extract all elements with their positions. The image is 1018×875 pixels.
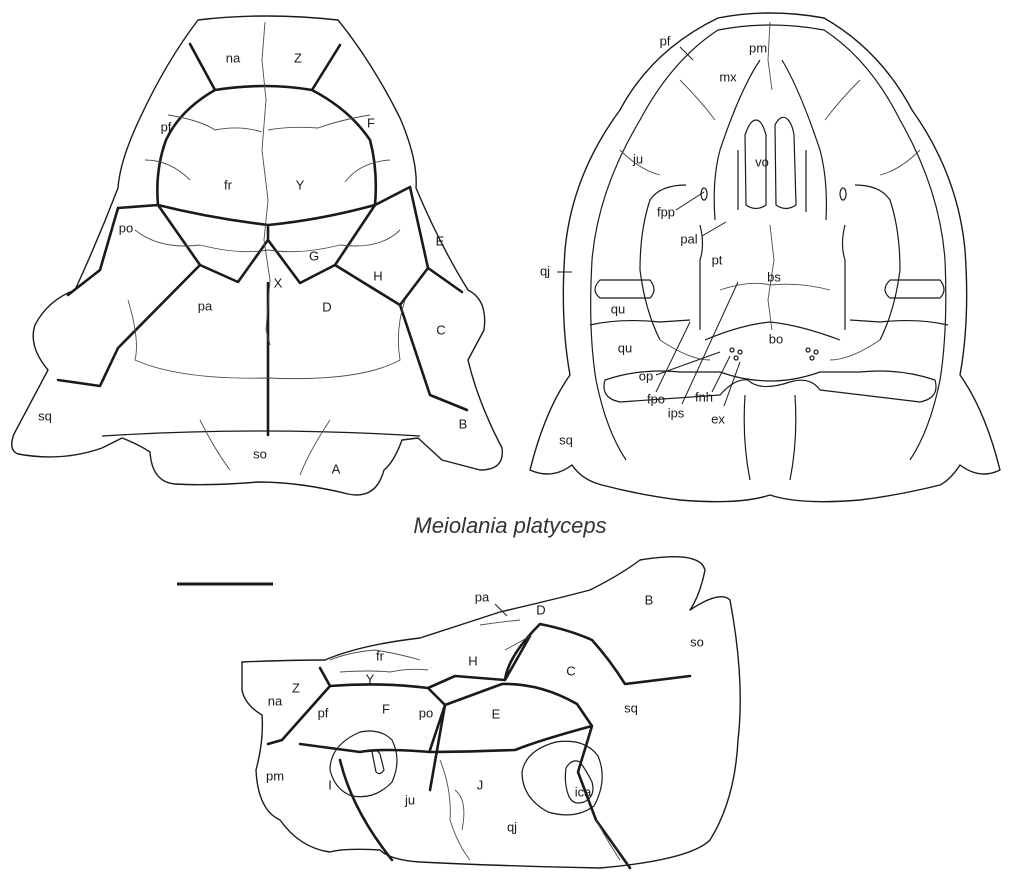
dorsal-label-G: G [309, 248, 319, 263]
lateral-label-E: E [492, 706, 501, 721]
dorsal-label-F: F [367, 115, 375, 130]
dorsal-label-C: C [436, 322, 445, 337]
ventral-label-qj: qj [540, 263, 550, 278]
ventral-label-fpp: fpp [657, 204, 675, 219]
lateral-label-Y: Y [366, 671, 375, 686]
lateral-label-J: J [477, 777, 484, 792]
lateral-label-fr: fr [376, 648, 385, 663]
ventral-label-ex: ex [711, 411, 725, 426]
lateral-label-C: C [566, 663, 575, 678]
lateral-label-D: D [536, 602, 545, 617]
lateral-label-sq: sq [624, 700, 638, 715]
dorsal-label-Y: Y [296, 177, 305, 192]
ventral-label-pm: pm [749, 40, 767, 55]
lateral-label-H: H [468, 653, 477, 668]
dorsal-label-X: X [274, 275, 283, 290]
ventral-label-bs: bs [767, 269, 781, 284]
dorsal-label-fr: fr [224, 177, 233, 192]
ventral-label-op: op [639, 368, 653, 383]
ventral-label-ips: ips [668, 405, 685, 420]
lateral-label-I: I [328, 777, 332, 792]
dorsal-view: na Z pf F fr Y po E G X H pa D C sq B so… [12, 16, 503, 495]
ventral-label-pal: pal [680, 231, 697, 246]
ventral-label-mx: mx [719, 69, 737, 84]
lateral-label-pm: pm [266, 768, 284, 783]
dorsal-label-E: E [436, 233, 445, 248]
dorsal-label-so: so [253, 446, 267, 461]
lateral-view: pa D B so fr H C Z Y na pf F po E sq pm … [242, 557, 740, 868]
ventral-label-qu-lower: qu [618, 340, 632, 355]
dorsal-label-H: H [373, 268, 382, 283]
dorsal-label-po: po [119, 220, 133, 235]
dorsal-label-Z: Z [294, 50, 302, 65]
lateral-label-na: na [268, 693, 283, 708]
ventral-label-fpo: fpo [647, 391, 665, 406]
dorsal-label-sq: sq [38, 408, 52, 423]
ventral-label-vo: vo [755, 154, 769, 169]
ventral-label-fnh: fnh [695, 389, 713, 404]
lateral-label-po: po [419, 705, 433, 720]
dorsal-label-pf: pf [161, 119, 172, 134]
lateral-label-B: B [645, 592, 654, 607]
lateral-label-Z: Z [292, 680, 300, 695]
lateral-label-so: so [690, 634, 704, 649]
ventral-label-bo: bo [769, 331, 783, 346]
lateral-label-ica: ica [575, 784, 592, 799]
ventral-label-ju: ju [632, 151, 643, 166]
ventral-label-pt: pt [712, 252, 723, 267]
dorsal-label-D: D [322, 299, 331, 314]
lateral-label-pa: pa [475, 589, 490, 604]
dorsal-label-A: A [332, 461, 341, 476]
lateral-label-pf: pf [318, 705, 329, 720]
dorsal-label-na: na [226, 50, 241, 65]
dorsal-label-B: B [459, 416, 468, 431]
lateral-label-qj: qj [507, 819, 517, 834]
ventral-label-sq: sq [559, 432, 573, 447]
ventral-label-qu-upper: qu [611, 301, 625, 316]
lateral-label-ju: ju [404, 792, 415, 807]
ventral-view: pf pm mx ju vo fpp pal qj pt bs qu qu bo… [530, 13, 1000, 502]
species-title: Meiolania platyceps [413, 513, 606, 538]
dorsal-label-pa: pa [198, 298, 213, 313]
ventral-skull-outline [530, 13, 1000, 502]
lateral-label-F: F [382, 701, 390, 716]
ventral-label-pf: pf [660, 33, 671, 48]
